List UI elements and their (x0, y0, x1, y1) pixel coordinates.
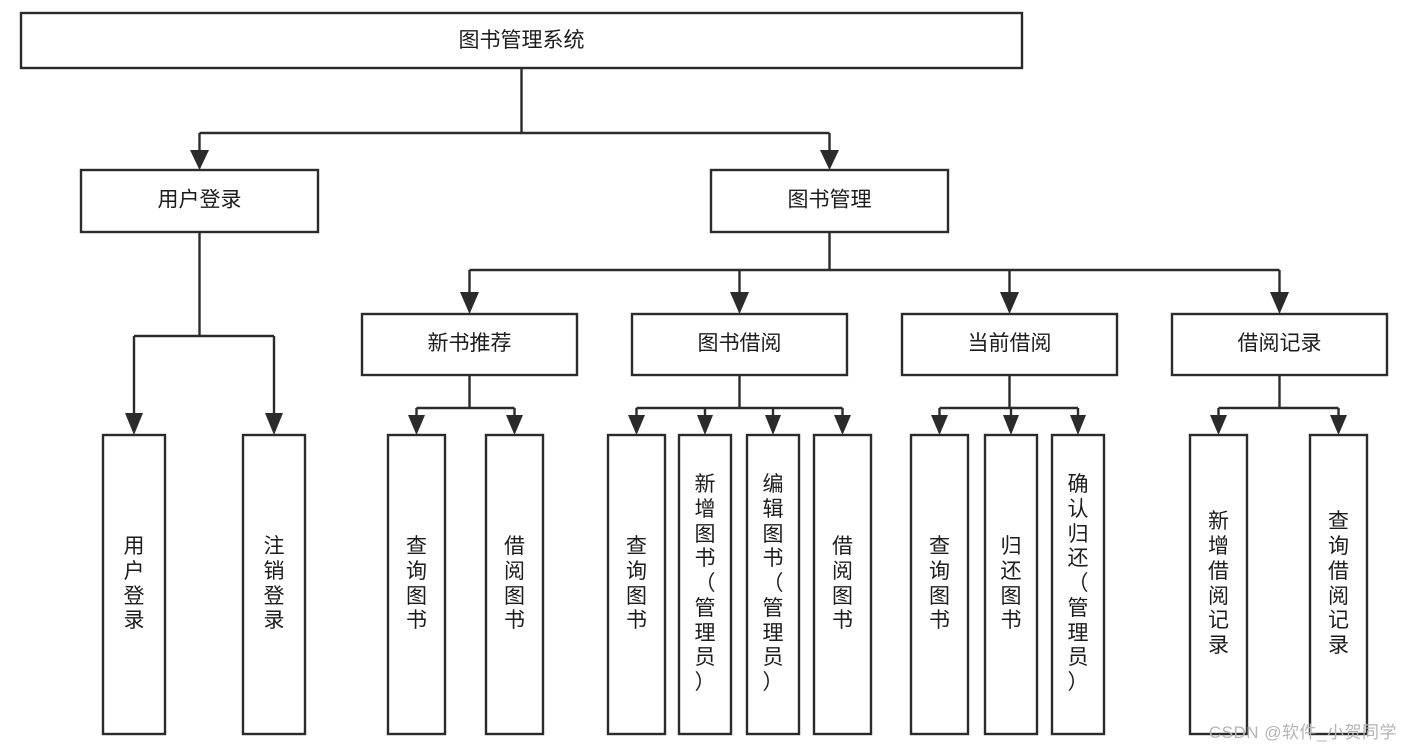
node-current-borrow-box[interactable] (900, 312, 1119, 377)
node-leaf-borrow-book-bor-box[interactable] (812, 433, 873, 736)
arrowhead-user-login (190, 150, 209, 170)
node-leaf-edit-book-box[interactable] (745, 433, 801, 736)
node-user-login-box[interactable] (79, 168, 320, 234)
arrowhead-leaf-query-book-cur (931, 415, 948, 435)
node-book-borrow-box[interactable] (630, 312, 849, 377)
node-new-book-recommend-box[interactable] (360, 312, 579, 377)
node-leaf-return-book-box[interactable] (983, 433, 1039, 736)
arrowhead-leaf-query-book-rec (408, 415, 425, 435)
connector-layer (125, 68, 1347, 435)
node-leaf-user-login-box[interactable] (101, 433, 167, 736)
node-book-borrow-label: 图书借阅 (698, 332, 782, 355)
node-root-box[interactable] (19, 11, 1024, 70)
node-leaf-add-book-box[interactable] (677, 433, 733, 736)
node-leaf-borrow-book-rec-box[interactable] (484, 433, 545, 736)
leaf-node-layer (101, 433, 1369, 736)
node-new-book-recommend[interactable]: 新书推荐 (360, 312, 579, 377)
arrowhead-borrow-records (1270, 292, 1289, 314)
node-leaf-query-record-box[interactable] (1308, 433, 1369, 736)
node-leaf-logout-box[interactable] (241, 433, 307, 736)
node-book-borrow[interactable]: 图书借阅 (630, 312, 849, 377)
arrowhead-leaf-edit-book (765, 415, 781, 435)
arrowhead-leaf-add-book (697, 415, 713, 435)
node-leaf-confirm-return-box[interactable] (1050, 433, 1106, 736)
node-book-management[interactable]: 图书管理 (709, 168, 950, 234)
arrowhead-book-borrow (730, 292, 749, 314)
arrowhead-leaf-logout (265, 413, 283, 435)
arrowhead-current-borrow (1000, 292, 1019, 314)
node-new-book-recommend-label: 新书推荐 (428, 332, 512, 355)
node-current-borrow-label: 当前借阅 (968, 332, 1052, 355)
arrowhead-leaf-user-login (125, 413, 143, 435)
arrowhead-new-book-recommend (460, 292, 479, 314)
arrowhead-leaf-borrow-book-bor (834, 415, 851, 435)
arrowhead-leaf-add-record (1210, 415, 1227, 435)
node-user-login-label: 用户登录 (158, 189, 242, 212)
arrowhead-leaf-confirm-return (1070, 415, 1086, 435)
arrowhead-book-management (820, 150, 839, 170)
node-user-login[interactable]: 用户登录 (79, 168, 320, 234)
arrowhead-leaf-query-book-bor (628, 415, 645, 435)
node-book-management-label: 图书管理 (788, 189, 872, 212)
node-current-borrow[interactable]: 当前借阅 (900, 312, 1119, 377)
node-root-label: 图书管理系统 (459, 29, 585, 52)
node-borrow-records-label: 借阅记录 (1238, 332, 1322, 355)
watermark-text: CSDN @软件_小贺同学 (1208, 723, 1397, 742)
node-borrow-records-box[interactable] (1170, 312, 1389, 377)
arrowhead-leaf-return-book (1003, 415, 1019, 435)
arrowhead-leaf-query-record (1330, 415, 1347, 435)
arrowhead-leaf-borrow-book-rec (506, 415, 523, 435)
node-leaf-query-book-bor-box[interactable] (606, 433, 667, 736)
node-borrow-records[interactable]: 借阅记录 (1170, 312, 1389, 377)
node-root[interactable]: 图书管理系统 (19, 11, 1024, 70)
node-leaf-query-book-rec-box[interactable] (386, 433, 447, 736)
node-leaf-query-book-cur-box[interactable] (909, 433, 970, 736)
node-leaf-add-record-box[interactable] (1188, 433, 1249, 736)
node-book-management-box[interactable] (709, 168, 950, 234)
